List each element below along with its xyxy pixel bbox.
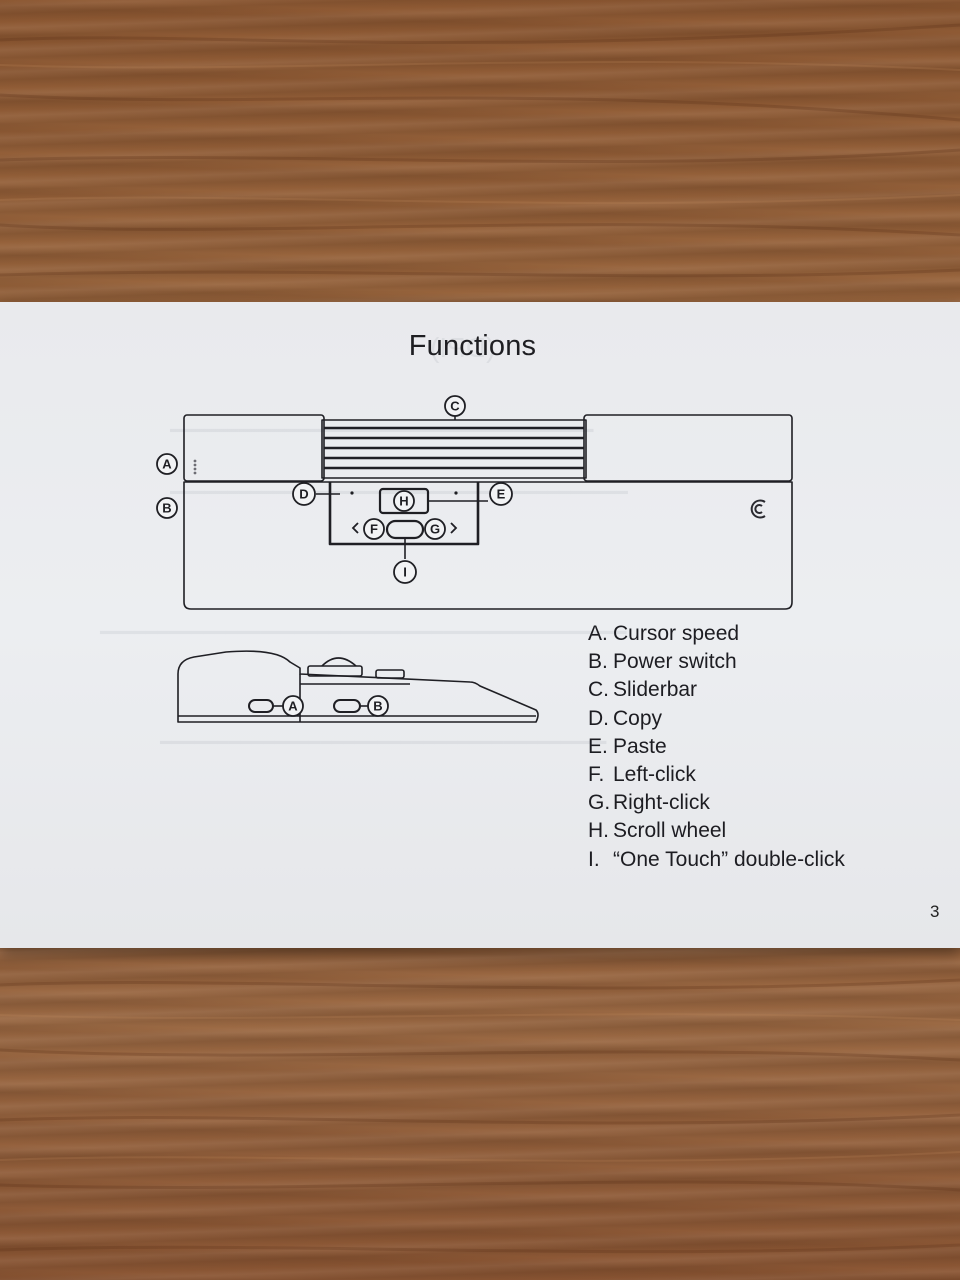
- callout-a-top: [156, 453, 178, 475]
- callout-label-f: F: [370, 522, 378, 537]
- callout-h: [393, 490, 415, 512]
- function-legend: A.Cursor speed B.Power switch C.Sliderba…: [588, 620, 845, 874]
- left-palm-block: [183, 414, 325, 482]
- callout-d: [292, 482, 316, 506]
- device-base: [183, 481, 793, 610]
- callout-e: [489, 482, 513, 506]
- callout-i: [393, 560, 417, 584]
- callout-f: [363, 518, 385, 540]
- legend-item: C.Sliderbar: [588, 678, 698, 702]
- callout-label-d: D: [299, 487, 308, 502]
- legend-item: H.Scroll wheel: [588, 819, 727, 843]
- one-touch-button: [385, 519, 425, 540]
- callout-label-g: G: [430, 522, 440, 537]
- callout-label-a: A: [162, 457, 172, 472]
- callout-label-b-side: B: [373, 699, 382, 714]
- callout-label-c: C: [450, 399, 460, 414]
- legend-item: I.“One Touch” double-click: [588, 847, 845, 871]
- legend-item: E.Paste: [588, 734, 667, 758]
- callout-label-b: B: [162, 501, 171, 516]
- legend-item: D.Copy: [588, 706, 663, 730]
- page-number: 3: [930, 902, 940, 921]
- legend-item: F.Left-click: [588, 763, 696, 787]
- device-diagram: C A B D E H F G I A B: [156, 395, 793, 723]
- button-panel: [328, 482, 480, 546]
- legend-item: B.Power switch: [588, 650, 737, 674]
- legend-item: A.Cursor speed: [588, 622, 740, 645]
- callout-b-side: [367, 695, 389, 717]
- callout-c-top: [444, 395, 466, 417]
- right-palm-block: [583, 414, 793, 482]
- page-title: Functions: [408, 330, 537, 362]
- callout-label-i: I: [403, 565, 407, 580]
- legend-item: G.Right-click: [588, 791, 710, 815]
- device-side-view: [177, 650, 539, 723]
- brand-logo-icon: [750, 499, 766, 519]
- callout-label-e: E: [497, 487, 506, 502]
- callout-label-a-side: A: [288, 699, 298, 714]
- sliderbar-frame: [321, 419, 587, 479]
- callout-g: [424, 518, 446, 540]
- callout-b-top: [156, 497, 178, 519]
- manual-page: (DPI) ━━━━━━━━━━━━━━━━━━━━━━━━━━━━━━━━━━…: [0, 302, 960, 948]
- callout-label-h: H: [399, 494, 408, 509]
- callout-a-side: [282, 695, 304, 717]
